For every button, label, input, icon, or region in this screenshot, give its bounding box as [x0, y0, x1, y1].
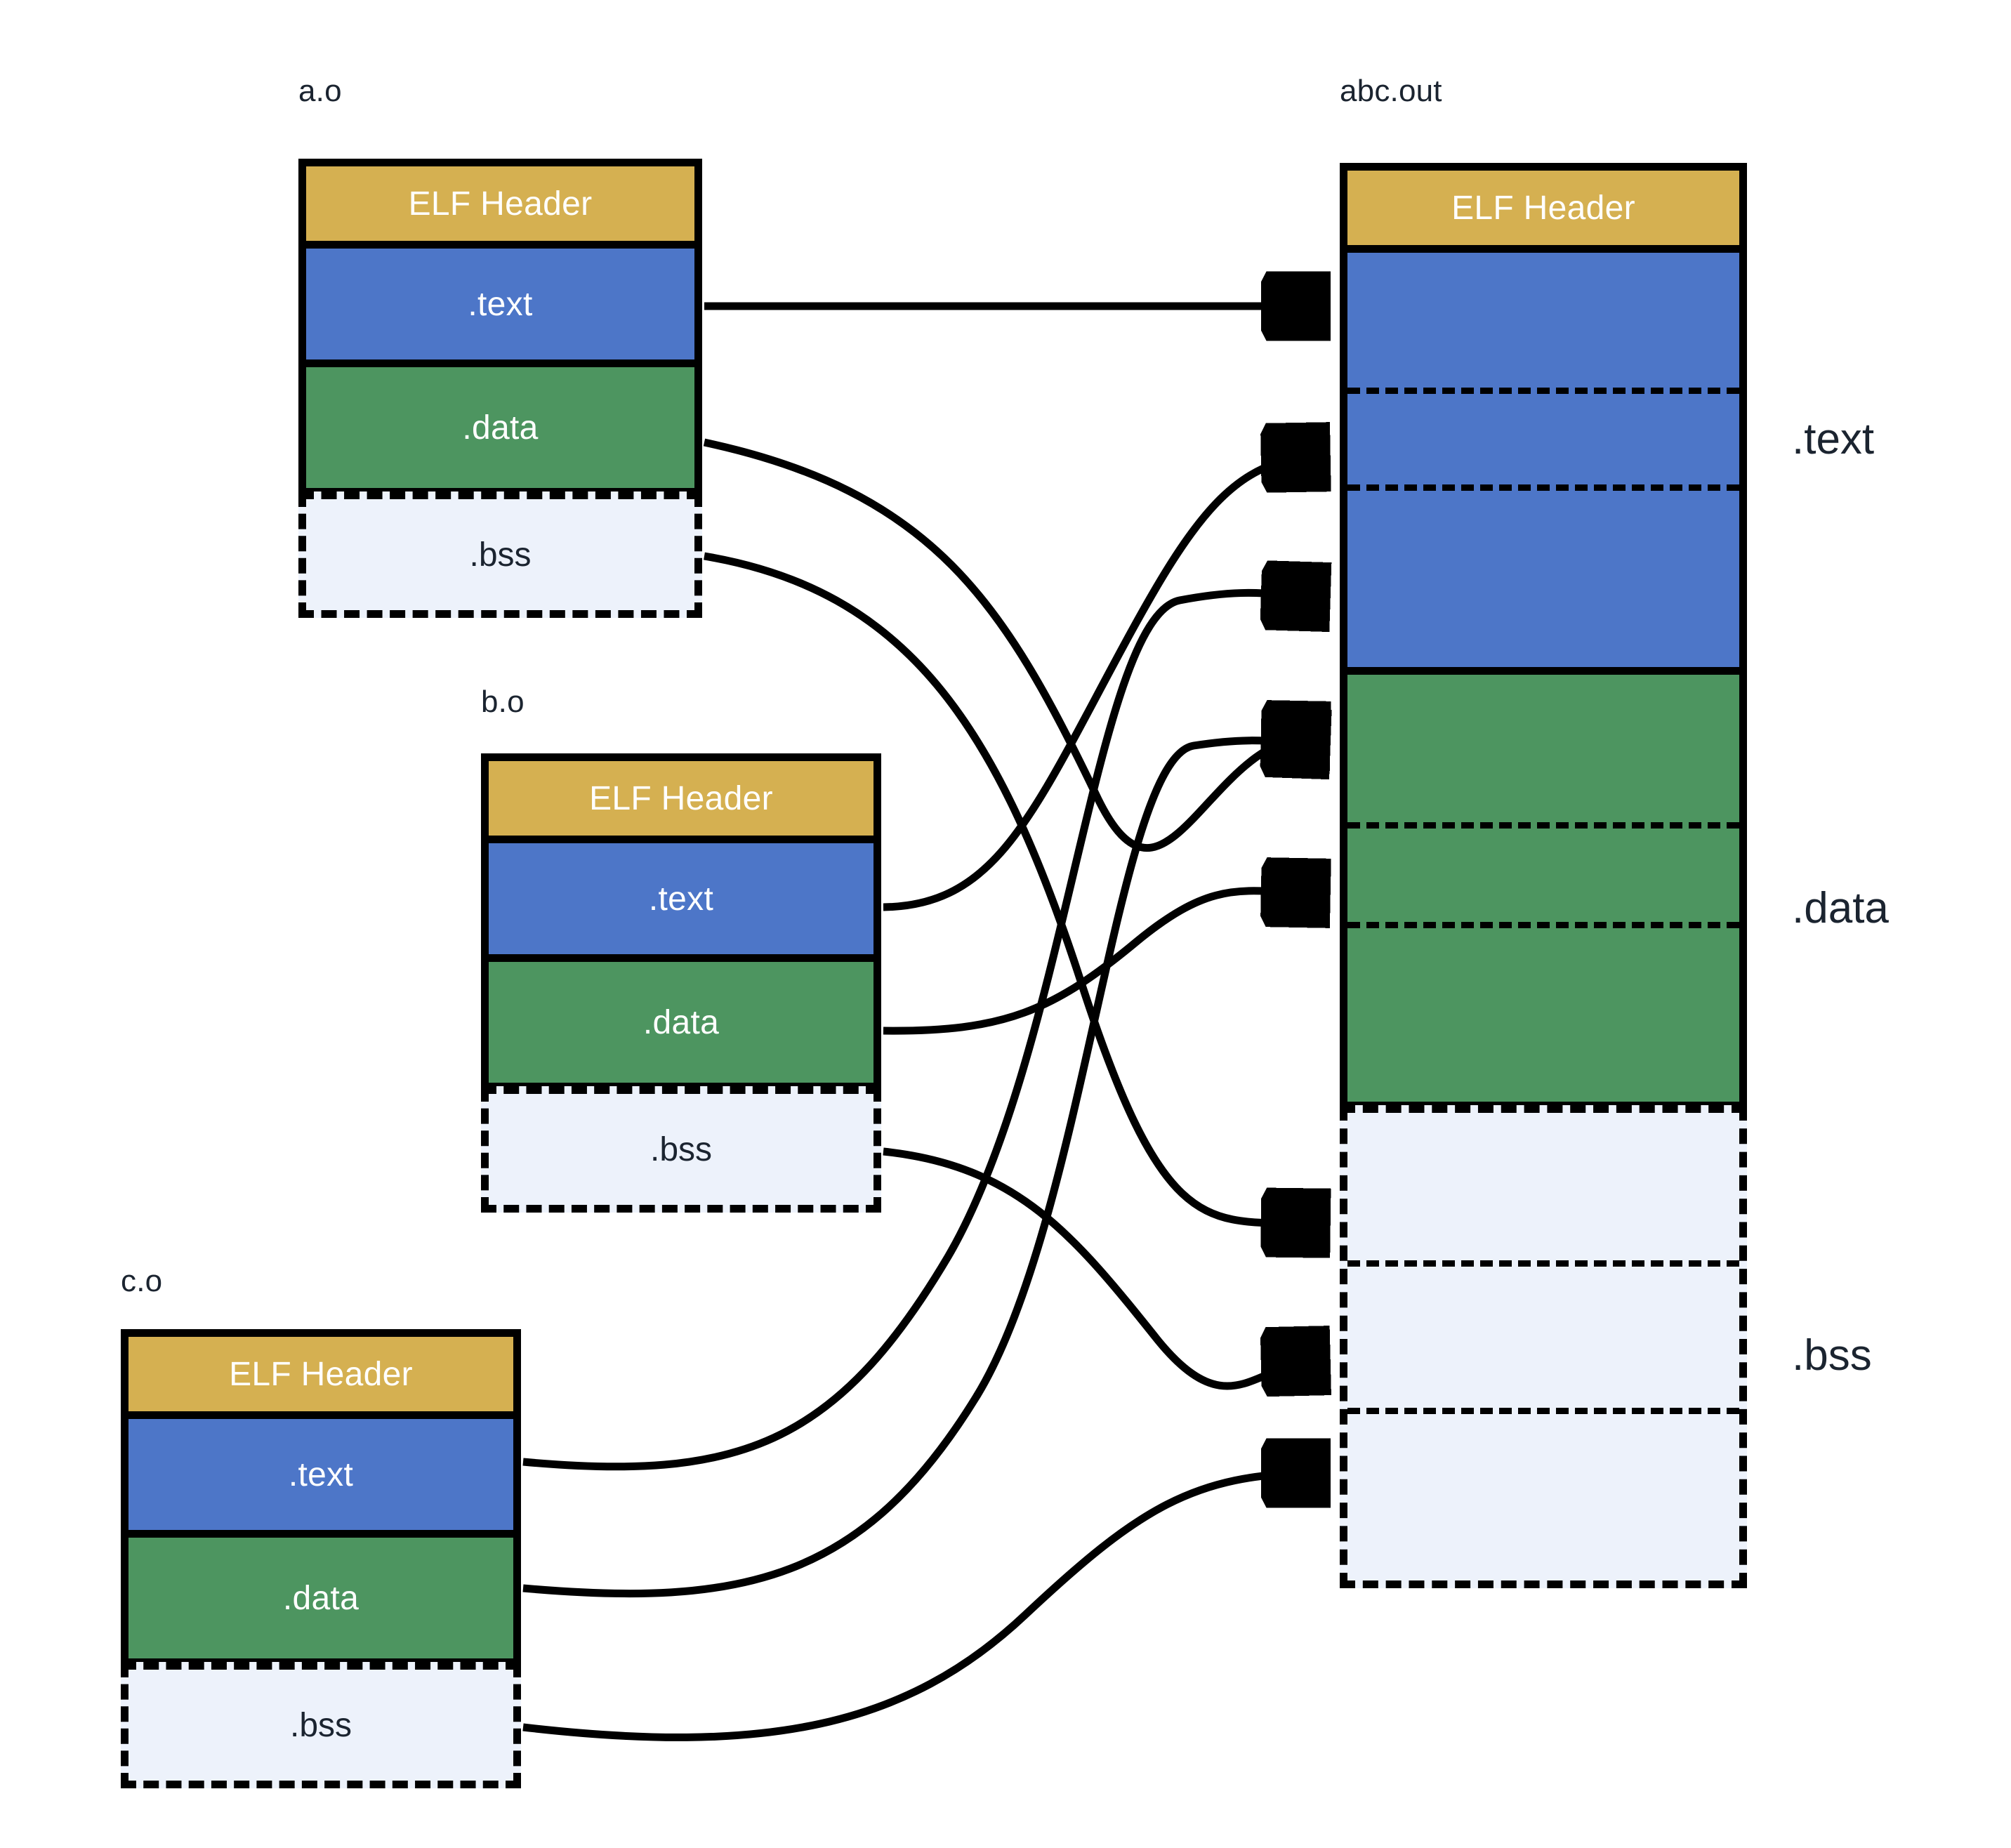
abcout-text-split-1	[1347, 388, 1739, 394]
abcout-section-bss	[1340, 1105, 1747, 1588]
b-section-bss-label: .bss	[650, 1130, 713, 1168]
c-divider-2	[128, 1530, 513, 1538]
abcout-data-split-1	[1347, 822, 1739, 829]
abcout-bss-split-2	[1347, 1408, 1739, 1414]
c-section-text: .text	[128, 1419, 513, 1530]
link-co-text-to-out-text	[522, 593, 1317, 1471]
a-section-bss-label: .bss	[469, 536, 532, 574]
b-section-data: .data	[489, 962, 873, 1083]
link-ao-data-to-out-data	[703, 438, 1317, 852]
output-side-label-data: .data	[1792, 884, 1889, 932]
output-side-label-text: .text	[1792, 415, 1875, 463]
link-bo-bss-to-out-bss	[883, 1147, 1317, 1386]
b-solid-stack: ELF Header .text .data	[481, 753, 881, 1090]
abcout-section-data	[1347, 675, 1739, 1102]
a-divider-2	[306, 359, 694, 367]
file-label-a: a.o	[298, 74, 342, 108]
c-divider-1	[128, 1411, 513, 1419]
abcout-divider-2	[1347, 667, 1739, 675]
a-section-bss: .bss	[298, 491, 702, 618]
a-section-text: .text	[306, 249, 694, 359]
link-bo-text-to-out-text	[883, 457, 1317, 911]
link-bo-data-to-out-data	[883, 891, 1317, 1035]
c-section-bss: .bss	[121, 1662, 521, 1788]
file-label-abcout: abc.out	[1340, 74, 1442, 108]
a-section-elf-header: ELF Header	[306, 166, 694, 241]
file-label-b: b.o	[481, 685, 525, 719]
b-section-text: .text	[489, 843, 873, 954]
link-co-bss-to-out-bss	[522, 1473, 1317, 1741]
c-section-elf-header: ELF Header	[128, 1337, 513, 1411]
c-section-data: .data	[128, 1538, 513, 1658]
abcout-section-elf-header: ELF Header	[1347, 171, 1739, 245]
c-solid-stack: ELF Header .text .data	[121, 1329, 521, 1666]
b-divider-1	[489, 836, 873, 843]
b-section-elf-header: ELF Header	[489, 761, 873, 836]
output-side-label-bss: .bss	[1792, 1331, 1872, 1380]
file-label-c: c.o	[121, 1264, 163, 1298]
b-section-bss: .bss	[481, 1086, 881, 1213]
abcout-data-split-2	[1347, 922, 1739, 928]
c-section-bss-label: .bss	[289, 1706, 352, 1744]
abcout-text-split-2	[1347, 484, 1739, 491]
a-divider-1	[306, 241, 694, 249]
b-divider-2	[489, 954, 873, 962]
link-co-data-to-out-data	[522, 741, 1317, 1598]
a-solid-stack: ELF Header .text .data	[298, 159, 702, 496]
link-ao-bss-to-out-bss	[704, 552, 1317, 1223]
abcout-solid-stack: ELF Header	[1340, 163, 1747, 1109]
abcout-section-text	[1347, 253, 1739, 667]
abcout-bss-split-1	[1347, 1260, 1739, 1267]
abcout-divider-1	[1347, 245, 1739, 253]
a-section-data: .data	[306, 367, 694, 488]
